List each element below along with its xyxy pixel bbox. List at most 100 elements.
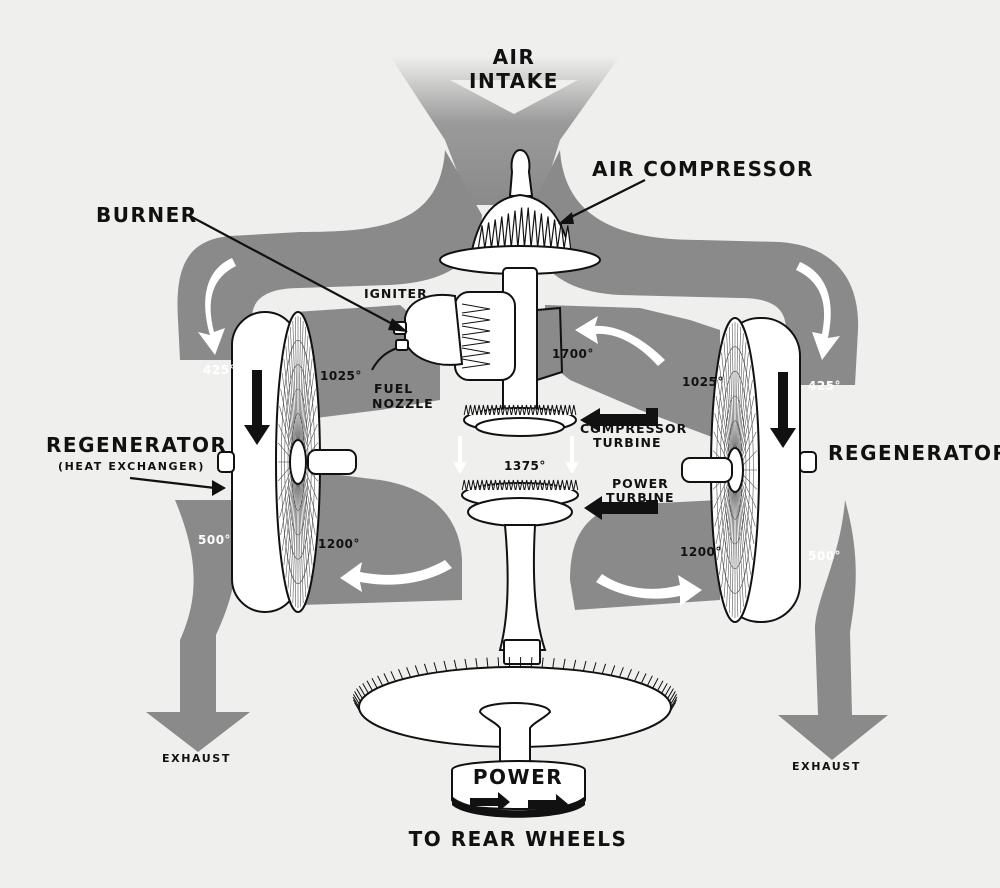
igniter-label: IGNITER bbox=[364, 286, 428, 301]
compressor-blade bbox=[530, 210, 539, 251]
mesh-line bbox=[714, 413, 730, 463]
compressor-assembly bbox=[371, 148, 601, 419]
compressor-turbine-teeth bbox=[463, 404, 577, 416]
fuel-nozzle-label-2: NOZZLE bbox=[372, 396, 434, 411]
mesh-line bbox=[735, 489, 739, 617]
air-intake-label-2: INTAKE bbox=[469, 69, 559, 93]
temp-right-hot-side: 1025° bbox=[682, 375, 724, 389]
flow-arrow-right-return bbox=[596, 574, 702, 606]
mesh-line bbox=[283, 476, 295, 566]
mesh-line bbox=[737, 487, 747, 599]
fuel-nozzle-tip bbox=[395, 339, 409, 351]
turbine-blade bbox=[524, 479, 530, 491]
temp-left-hot-side: 1025° bbox=[320, 369, 362, 383]
left-exhaust-duct bbox=[146, 500, 250, 752]
turbine-blade bbox=[488, 479, 494, 491]
burner-flames bbox=[461, 303, 491, 369]
flow-arrow-left-return bbox=[340, 560, 452, 592]
power-rotation-arrow-icon bbox=[470, 792, 510, 812]
compressor-blade bbox=[536, 213, 545, 251]
temp-burner-outlet: 1700° bbox=[552, 347, 594, 361]
air-intake-arrow-icon bbox=[450, 80, 578, 114]
ring-gear-tooth bbox=[377, 675, 384, 687]
ring-gear-tooth bbox=[652, 677, 659, 689]
mesh-line bbox=[280, 388, 294, 453]
mesh-line bbox=[295, 481, 298, 607]
mesh-line bbox=[283, 358, 295, 448]
ring-gear-tooth bbox=[670, 696, 678, 708]
mesh-line bbox=[737, 341, 747, 453]
right-exhaust-duct bbox=[778, 500, 888, 760]
ring-gear-tooth bbox=[646, 675, 653, 687]
mesh-line bbox=[281, 474, 294, 551]
compressor-blade bbox=[477, 225, 486, 251]
ring-gear-tooth bbox=[618, 667, 624, 678]
flow-arrow-turbine-left bbox=[453, 436, 467, 474]
turbine-blade bbox=[502, 404, 508, 416]
turbine-blade bbox=[506, 404, 512, 416]
power-rotation-arrow-2-icon bbox=[528, 794, 568, 814]
mesh-line bbox=[739, 379, 753, 458]
turbine-blade bbox=[461, 479, 467, 491]
air-ducts bbox=[146, 56, 888, 760]
ring-gear-tooth bbox=[486, 657, 489, 668]
mesh-line bbox=[740, 431, 757, 465]
ring-gear-tooth bbox=[626, 669, 632, 680]
mesh-line bbox=[302, 373, 315, 450]
turbine-blade bbox=[523, 404, 529, 416]
turbine-blade bbox=[480, 404, 486, 416]
ring-gear-tooth bbox=[362, 683, 369, 694]
right-regenerator-stub bbox=[799, 451, 817, 473]
mesh-line bbox=[715, 479, 731, 545]
turbine-blade bbox=[476, 404, 482, 416]
mesh-line bbox=[298, 317, 301, 443]
ring-gear-tooth bbox=[661, 683, 668, 694]
compressor-blade bbox=[510, 210, 519, 251]
mesh-line bbox=[281, 373, 294, 450]
mesh-line bbox=[299, 320, 304, 443]
turbine-blade bbox=[519, 479, 525, 491]
mesh-line bbox=[740, 413, 756, 463]
mesh-line bbox=[301, 358, 313, 448]
mesh-line bbox=[717, 379, 731, 458]
ring-gear-tooth bbox=[610, 665, 616, 676]
exhaust-right-label: EXHAUST bbox=[792, 760, 861, 773]
ring-gear-tooth bbox=[634, 671, 640, 682]
power-turbine-teeth bbox=[461, 479, 579, 491]
turbine-blade bbox=[528, 479, 534, 491]
turbine-blade bbox=[519, 404, 525, 416]
ring-gear-tooth bbox=[592, 662, 597, 673]
mesh-line bbox=[740, 477, 756, 527]
burner-label: BURNER bbox=[96, 203, 198, 227]
mesh-line bbox=[299, 480, 306, 597]
text-labels: AIR INTAKE AIR COMPRESSOR BURNER IGNITER… bbox=[46, 45, 1000, 851]
output-shaft bbox=[498, 524, 547, 651]
compressor-blade bbox=[484, 222, 493, 251]
mesh-line bbox=[290, 480, 297, 597]
temp-right-inlet: 425° bbox=[808, 379, 841, 393]
left-regenerator bbox=[217, 311, 357, 613]
turbine-blade bbox=[542, 479, 548, 491]
air-compressor-leader bbox=[564, 179, 646, 221]
turbine-blade bbox=[463, 404, 469, 416]
left-regenerator-shaft bbox=[307, 449, 357, 475]
power-turbine-hub bbox=[467, 497, 573, 527]
mesh-line bbox=[299, 481, 304, 604]
pointer-arrows bbox=[212, 80, 658, 520]
mesh-line bbox=[292, 320, 297, 443]
burner-flame bbox=[461, 358, 491, 369]
temp-left-return: 1200° bbox=[318, 537, 360, 551]
pinion-gear bbox=[503, 639, 541, 665]
regenerator-arrowhead-icon bbox=[212, 480, 226, 496]
right-regenerator-shaft bbox=[681, 457, 733, 483]
ring-gear-tooth bbox=[366, 680, 373, 691]
mesh-line bbox=[735, 323, 739, 451]
ring-gear-tooth bbox=[670, 693, 678, 705]
mesh-line bbox=[723, 487, 733, 599]
mesh-line bbox=[279, 406, 293, 455]
mesh-line bbox=[729, 327, 734, 451]
ring-gear-tooth bbox=[352, 693, 360, 705]
mesh-line bbox=[731, 323, 735, 451]
compressor-blade bbox=[550, 219, 559, 251]
ring-gear-tooth bbox=[530, 657, 533, 668]
